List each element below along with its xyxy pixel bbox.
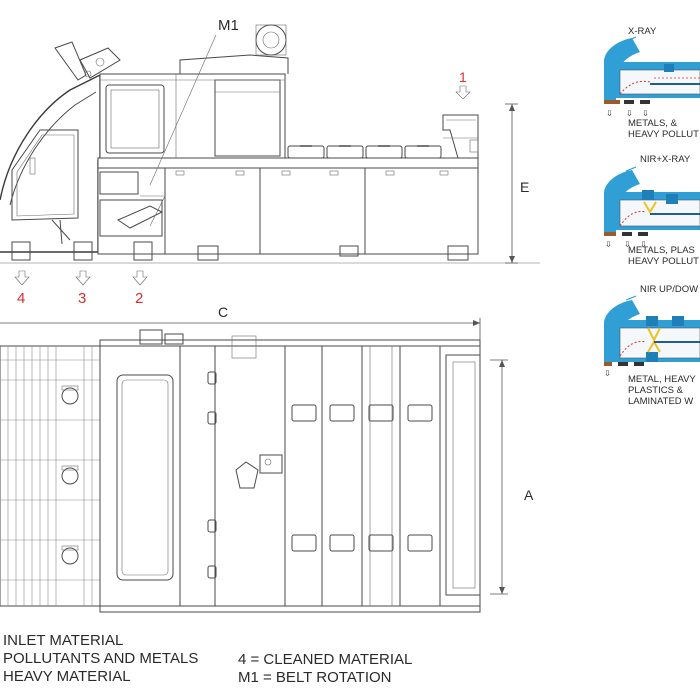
discharge-hatch — [99, 171, 139, 195]
legend-line-1: INLET MATERIAL — [3, 632, 123, 649]
label-c: C — [218, 304, 228, 320]
variant-xray: X-RAY ⇩ ⇩ ⇩ METALS, & HEAVY POLLUT — [604, 26, 700, 140]
outlet-4-arrow-icon — [14, 270, 30, 286]
svg-text:HEAVY POLLUT: HEAVY POLLUT — [628, 129, 699, 140]
lower-frame — [97, 167, 479, 255]
upper-cabinet — [99, 73, 286, 159]
svg-text:⇩: ⇩ — [640, 240, 647, 249]
top-view: C — [0, 304, 534, 613]
svg-text:LAMINATED W: LAMINATED W — [628, 396, 693, 407]
hood-door — [11, 129, 79, 221]
variant-nir-updown: NIR UP/DOW ⇩ METAL, HEAVY PLASTICS & LAM… — [604, 284, 700, 407]
inlet-number: 1 — [459, 69, 467, 85]
outlet-3-arrow-icon — [75, 270, 91, 286]
drive-motor — [139, 329, 163, 345]
svg-text:⇩: ⇩ — [604, 369, 611, 378]
variant-3-title: NIR UP/DOW — [640, 284, 698, 295]
side-view: E M1 1 4 3 2 — [0, 17, 540, 307]
label-a: A — [524, 487, 534, 503]
legend-line-3: HEAVY MATERIAL — [3, 668, 131, 685]
screen-mesh — [0, 345, 101, 607]
legend-line-2: POLLUTANTS AND METALS — [3, 650, 198, 667]
svg-text:⇩: ⇩ — [606, 109, 613, 118]
top-window — [116, 374, 174, 581]
inspection-covers — [287, 145, 442, 159]
cabinet-window — [105, 84, 165, 154]
variant-1-title: X-RAY — [628, 26, 657, 37]
top-frame — [99, 345, 481, 607]
label-e: E — [520, 179, 529, 195]
outlet-2-arrow-icon — [132, 270, 148, 286]
cyclone-top — [235, 461, 259, 489]
hood-outline — [0, 73, 101, 253]
m1-leader — [149, 34, 217, 186]
feet — [11, 241, 469, 261]
outlet-2-number: 2 — [135, 290, 143, 307]
variant-2-title: NIR+X-RAY — [640, 154, 691, 165]
legend: INLET MATERIAL POLLUTANTS AND METALS HEA… — [3, 632, 412, 686]
svg-text:METALS, &: METALS, & — [628, 118, 678, 129]
legend-line-4: 4 = CLEANED MATERIAL — [238, 651, 412, 668]
svg-text:⇩: ⇩ — [642, 109, 649, 118]
svg-text:HEAVY POLLUT: HEAVY POLLUT — [628, 256, 699, 267]
label-m1: M1 — [218, 17, 239, 34]
access-hatches — [291, 404, 433, 552]
svg-text:⇩: ⇩ — [605, 240, 612, 249]
variant-nir-xray: NIR+X-RAY ⇩ ⇩ ⇩ METALS, PLAS HEAVY POLLU… — [604, 154, 700, 267]
top-funnel — [54, 41, 87, 81]
motor-m1 — [255, 24, 287, 56]
legend-line-5: M1 = BELT ROTATION — [238, 669, 392, 686]
svg-text:PLASTICS &: PLASTICS & — [628, 385, 684, 396]
infeed-belt — [445, 354, 481, 596]
svg-text:⇩: ⇩ — [624, 240, 631, 249]
outlet-4-number: 4 — [17, 290, 25, 307]
outlet-arrows — [14, 270, 148, 286]
outlet-3-number: 3 — [78, 290, 86, 307]
inlet-arrow-icon — [455, 85, 471, 100]
infeed-hopper — [442, 114, 479, 159]
svg-text:METAL, HEAVY: METAL, HEAVY — [628, 374, 696, 385]
svg-text:METALS, PLAS: METALS, PLAS — [628, 245, 695, 256]
upper-rail — [97, 157, 479, 169]
svg-text:⇩: ⇩ — [626, 109, 633, 118]
air-nozzles — [61, 385, 79, 565]
